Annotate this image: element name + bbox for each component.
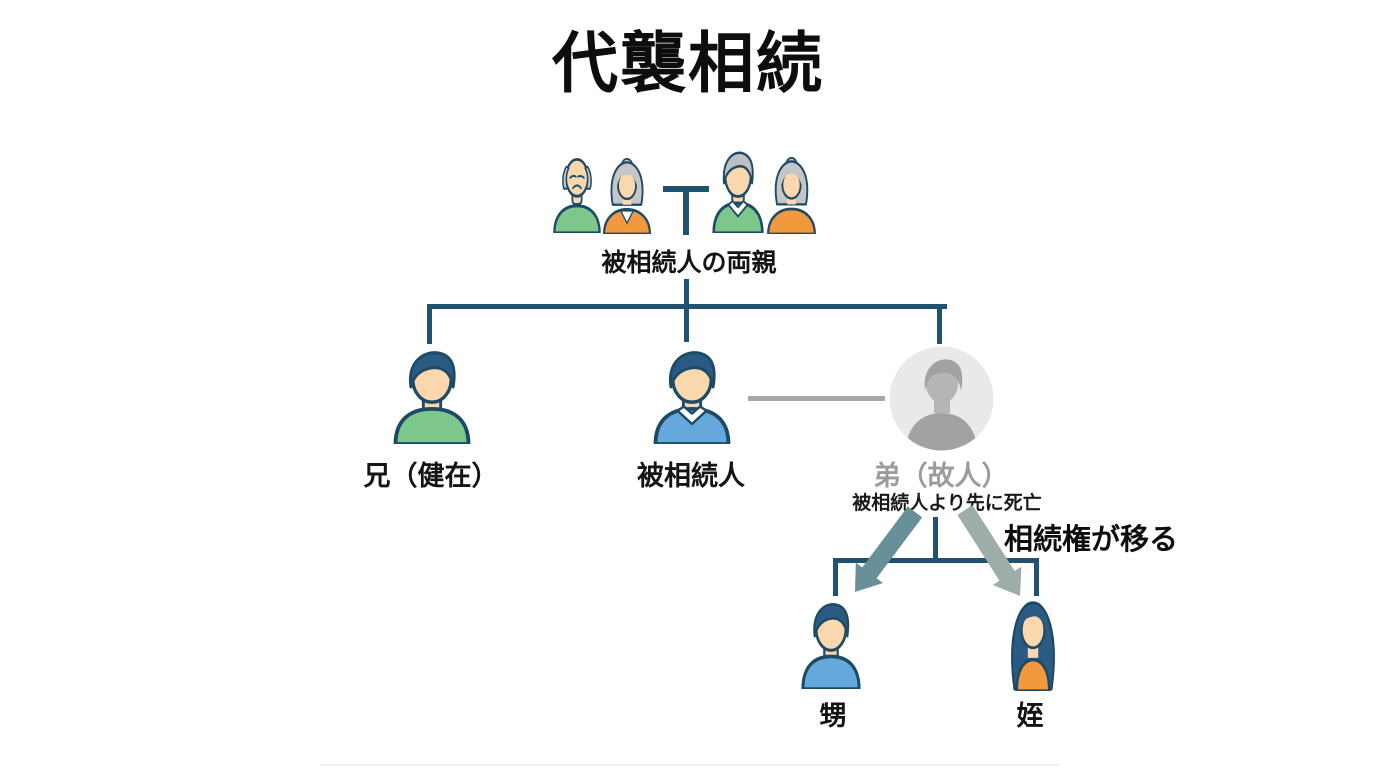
grandfather-2-icon <box>712 151 764 233</box>
label-nephew: 甥 <box>819 701 847 731</box>
grandmother-1-icon <box>602 157 652 234</box>
descent-drop-right <box>1034 558 1039 596</box>
descent-drop-left <box>833 558 838 596</box>
tree-line-horizontal-main <box>427 304 947 309</box>
person-nephew-icon <box>801 603 861 689</box>
person-brother-icon <box>393 351 471 444</box>
tree-line-drop-left <box>427 304 432 344</box>
person-niece-icon <box>1011 601 1055 691</box>
grandmother-2-icon <box>767 156 816 234</box>
tree-line-drop-right <box>937 304 942 344</box>
transfer-arrows <box>855 505 1022 596</box>
arrow-left-icon <box>855 506 923 592</box>
person-decedent-icon <box>653 351 731 444</box>
grandfather-1-icon <box>553 158 601 233</box>
descent-line-vertical <box>933 517 938 562</box>
arrow-right-icon <box>957 505 1022 596</box>
label-deceased-brother: 弟（故人） <box>873 461 1009 491</box>
note-predeceased: 被相続人より先に死亡 <box>852 493 1042 514</box>
transfer-label: 相続権が移る <box>1004 524 1179 556</box>
descent-line-horizontal <box>833 558 1039 563</box>
label-decedent: 被相続人 <box>637 461 745 491</box>
tree-line-center-vertical <box>684 279 689 342</box>
person-deceased-brother-icon <box>889 346 994 451</box>
grandparents-label: 被相続人の両親 <box>601 249 777 277</box>
page-title: 代襲相続 <box>552 26 824 100</box>
label-niece: 姪 <box>1016 701 1044 731</box>
marriage-connector-vertical <box>683 186 689 235</box>
gray-connector-line <box>748 396 885 401</box>
label-brother: 兄（健在） <box>363 461 499 491</box>
faint-bottom-line <box>320 764 1060 766</box>
